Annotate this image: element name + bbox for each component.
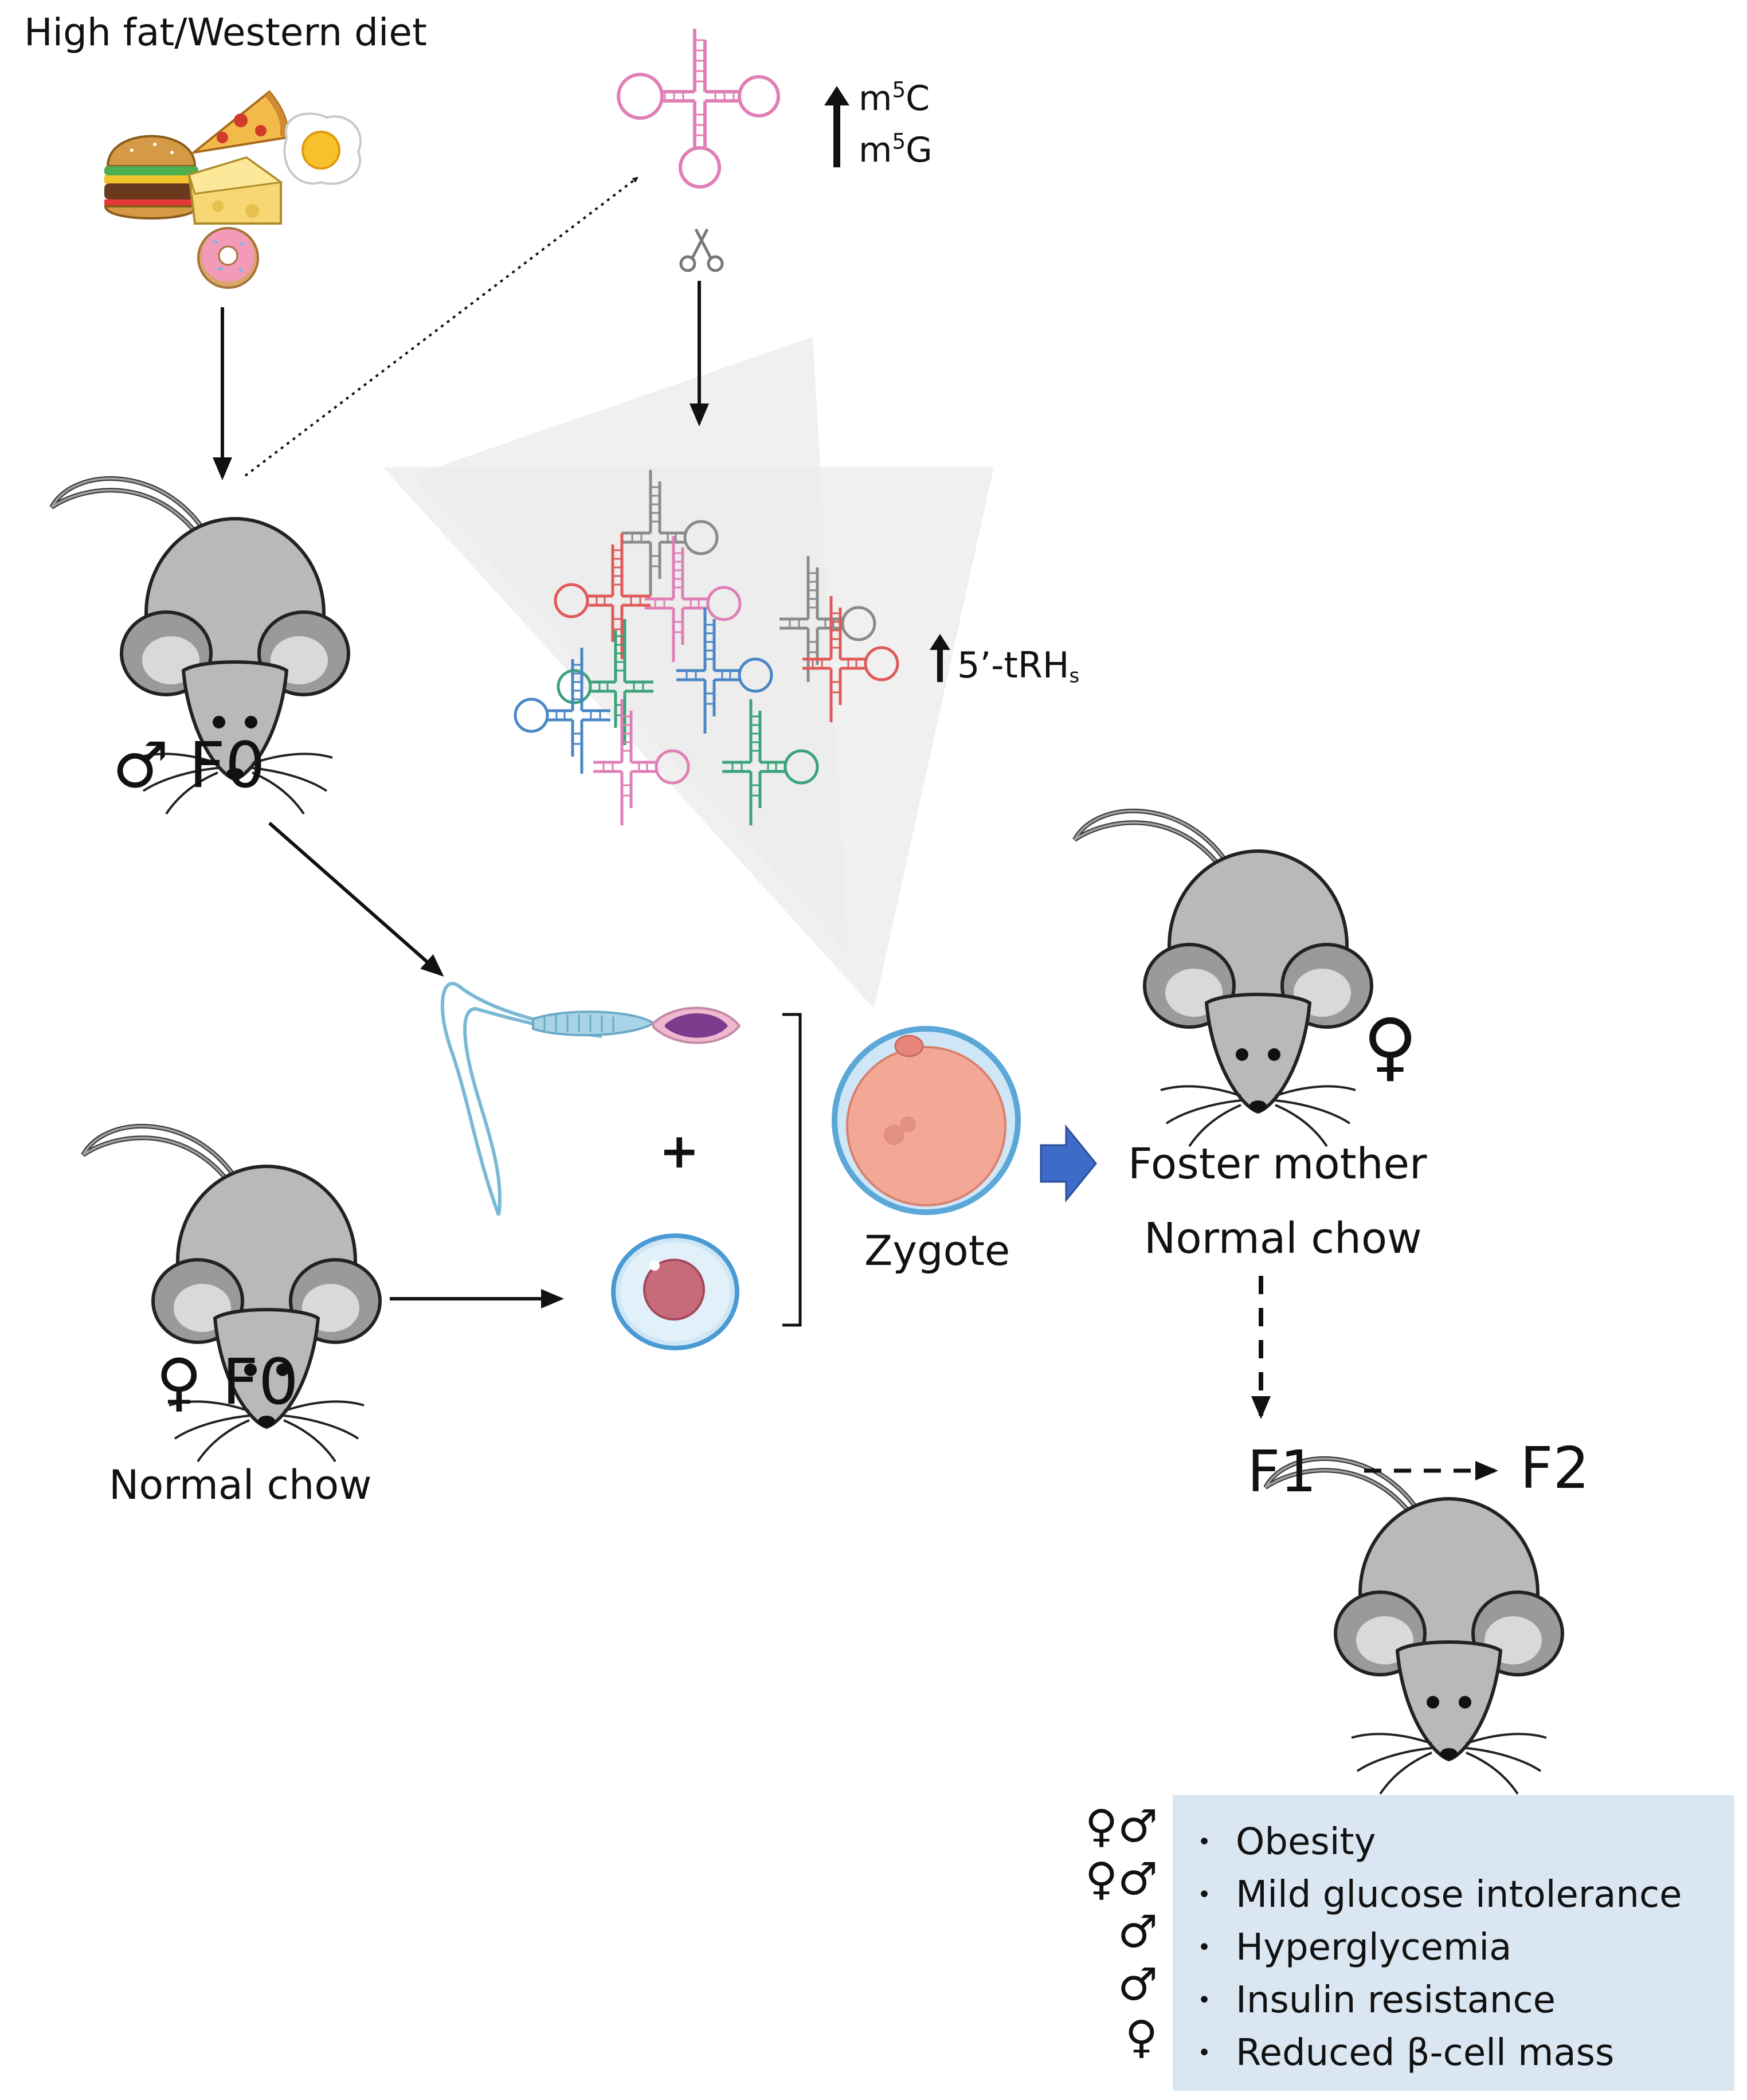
trna-dotted-arrow xyxy=(244,177,639,477)
food-icons xyxy=(104,90,362,289)
male-to-sperm-arrow xyxy=(268,821,444,977)
fertilization-bracket xyxy=(782,1013,802,1327)
outcome-item: •Insulin resistance xyxy=(1197,1979,1556,2021)
male-symbol: ♂ xyxy=(112,728,169,802)
outcome-item: •Reduced β-cell mass xyxy=(1197,2032,1615,2074)
scissors-icon xyxy=(679,228,724,272)
trna-cloverleaf xyxy=(618,29,778,187)
plus-sign: + xyxy=(659,1123,700,1179)
outcome-sex-3: ♂ xyxy=(1118,1959,1158,2011)
foster-female-symbol: ♀ xyxy=(1363,1002,1418,1090)
burger-icon xyxy=(104,135,199,220)
donut-icon xyxy=(197,227,259,289)
foster-mother-mouse xyxy=(1075,811,1372,1146)
zygote-label: Zygote xyxy=(864,1227,1010,1275)
egg-icon xyxy=(283,112,362,185)
male-f0-label: ♂ F0 xyxy=(112,728,265,802)
diet-label: High fat/Western diet xyxy=(24,10,427,54)
trh-label: 5’-tRHs xyxy=(957,644,1080,688)
transfer-arrow xyxy=(1040,1124,1097,1203)
zygote-icon xyxy=(832,1026,1021,1215)
outcome-sex-0: ♀♂ xyxy=(1084,1801,1158,1852)
increase-arrow-mod xyxy=(824,86,849,167)
egg-cell-icon xyxy=(611,1233,739,1350)
sperm-icon xyxy=(440,982,741,1216)
female-f0-diet: Normal chow xyxy=(109,1462,372,1509)
pizza-icon xyxy=(189,90,289,155)
foster-mother-title: Foster mother xyxy=(1128,1139,1427,1189)
outcome-sex-1: ♀♂ xyxy=(1084,1854,1158,1905)
outcome-item: •Obesity xyxy=(1197,1821,1376,1863)
outcome-item: •Mild glucose intolerance xyxy=(1197,1874,1682,1916)
female-f0-label: ♀ F0 xyxy=(156,1345,299,1419)
outcomes-box: •Obesity •Mild glucose intolerance •Hype… xyxy=(1173,1795,1734,2091)
outcome-item: •Hyperglycemia xyxy=(1197,1926,1512,1969)
outcomes-list: •Obesity •Mild glucose intolerance •Hype… xyxy=(1173,1795,1734,2079)
focus-wedge-right xyxy=(383,467,994,1009)
cheese-icon xyxy=(187,156,283,225)
outcome-sex-2: ♂ xyxy=(1118,1906,1158,1958)
m5c-label: m5C xyxy=(859,77,930,119)
female-symbol: ♀ xyxy=(156,1345,202,1419)
f1-label: F1 xyxy=(1247,1438,1317,1505)
outcome-sex-4: ♀ xyxy=(1125,2012,1158,2063)
f1-offspring-mouse xyxy=(1266,1459,1562,1794)
m5g-label: m5G xyxy=(859,128,933,170)
increase-arrow-trh xyxy=(930,634,950,682)
foster-mother-diet: Normal chow xyxy=(1144,1214,1422,1263)
f2-label: F2 xyxy=(1520,1435,1590,1502)
